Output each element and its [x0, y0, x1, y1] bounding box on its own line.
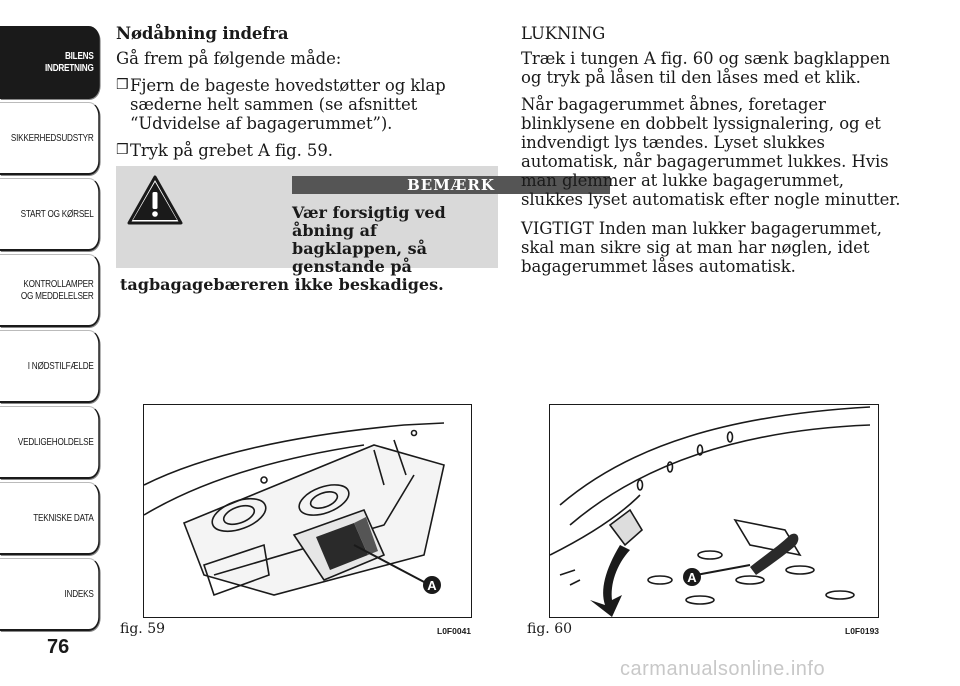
figure-caption: fig. 59	[120, 621, 166, 637]
note-title: BEMÆRK	[292, 176, 610, 194]
tab-sikkerhedsudstyr[interactable]: SIKKERHEDSUDSTYR	[0, 102, 100, 175]
tab-vedligeholdelse[interactable]: VEDLIGEHOLDELSE	[0, 406, 100, 479]
note-line: bagklappen, så genstande på	[292, 239, 427, 276]
watermark-text: carmanualsonline.info	[620, 658, 826, 680]
tab-kontrollamper[interactable]: KONTROLLAMPER OG MEDDELELSER	[0, 254, 100, 327]
note-text: Vær forsigtig ved åbning af bagklappen, …	[120, 204, 496, 294]
tailgate-lock-drawing: A	[144, 422, 445, 597]
right-column: LUKNING Træk i tungen A fig. 60 og sænk …	[521, 24, 901, 284]
paragraph: Når bagagerummet åbnes, foretager blinkl…	[521, 95, 901, 209]
section-heading: Nødåbning indefra	[116, 24, 289, 43]
checkbox-bullet-icon: ❒	[116, 77, 129, 93]
page-number: 76	[47, 636, 70, 658]
tab-bilens-indretning[interactable]: BILENS INDRETNING	[0, 26, 100, 99]
tab-start-og-korsel[interactable]: START OG KØRSEL	[0, 178, 100, 251]
tab-i-nodstilfaelde[interactable]: I NØDSTILFÆLDE	[0, 330, 100, 403]
intro-text: Gå frem på følgende måde:	[116, 49, 342, 68]
figure-59-illustration: A	[143, 404, 472, 618]
note-line: tagbagagebæreren ikke beskadiges.	[120, 275, 444, 294]
paragraph: Træk i tungen A fig. 60 og sænk bagklapp…	[521, 49, 891, 87]
tab-indeks[interactable]: INDEKS	[0, 558, 100, 631]
note-box: BEMÆRK Vær forsigtig ved åbning af bagkl…	[116, 166, 610, 294]
tab-label: I NØDSTILFÆLDE	[27, 360, 94, 372]
tab-label: TEKNISKE DATA	[33, 512, 94, 524]
warning-triangle-icon	[127, 175, 183, 225]
chapter-tabs: BILENS INDRETNING SIKKERHEDSUDSTYR START…	[0, 26, 100, 634]
list-item-text: Tryk på grebet A fig. 59.	[130, 141, 333, 160]
tab-label: VEDLIGEHOLDELSE	[17, 436, 94, 448]
tab-label: KONTROLLAMPER OG MEDDELELSER	[20, 278, 94, 302]
tab-label: START OG KØRSEL	[20, 208, 94, 220]
section-heading: LUKNING	[521, 24, 606, 43]
tailgate-closing-drawing: A	[550, 406, 871, 617]
list-item: ❒ Tryk på grebet A fig. 59.	[116, 141, 500, 160]
list-item: ❒ Fjern de bageste hovedstøtter og klap …	[116, 76, 500, 133]
left-column: Nødåbning indefra Gå frem på følgende må…	[116, 24, 500, 168]
checkbox-bullet-icon: ❒	[116, 142, 129, 158]
figure-60-illustration: A	[549, 404, 879, 618]
tab-label: BILENS INDRETNING	[44, 50, 94, 74]
paragraph: VIGTIGT Inden man lukker bagagerummet, s…	[521, 219, 882, 276]
figure-code: L0F0193	[845, 626, 880, 636]
note-line: Vær forsigtig ved åbning af	[292, 203, 446, 240]
tab-tekniske-data[interactable]: TEKNISKE DATA	[0, 482, 100, 555]
list-item-text: Fjern de bageste hovedstøtter og klap sæ…	[130, 76, 446, 133]
tab-label: SIKKERHEDSUDSTYR	[10, 132, 94, 144]
callout-label: A	[687, 570, 697, 585]
tab-label: INDEKS	[64, 588, 94, 600]
callout-label: A	[427, 578, 437, 593]
figure-caption: fig. 60	[527, 621, 573, 637]
figure-code: L0F0041	[437, 626, 472, 636]
